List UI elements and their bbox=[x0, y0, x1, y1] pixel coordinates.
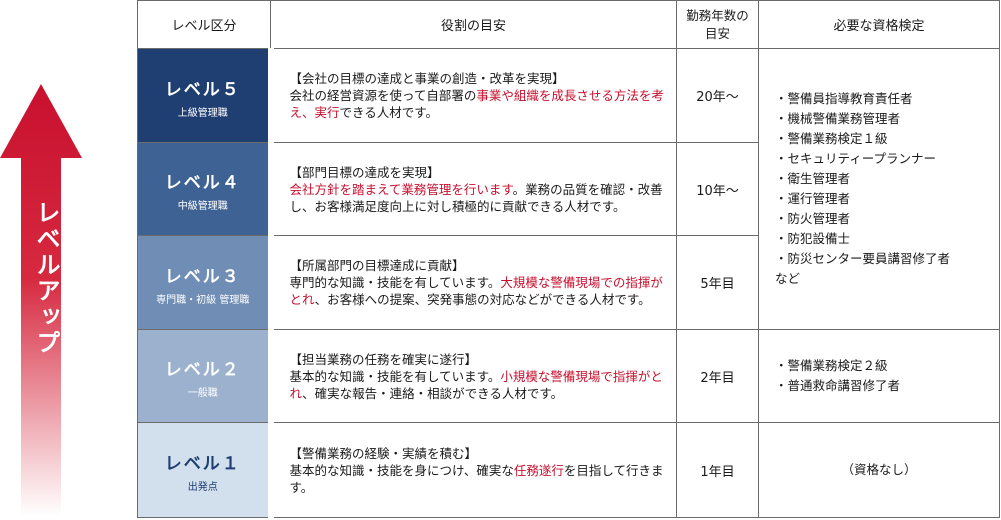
quals-middle: ・警備業務検定２級 ・普通救命講習修了者 bbox=[758, 329, 1000, 423]
level-1-years: 1年目 bbox=[676, 422, 759, 518]
level-4-years: 10年～ bbox=[676, 142, 759, 236]
level-2-role: 【担当業務の任務を確実に遂行】基本的な知識・技能を有しています。小規模な警備現場… bbox=[270, 329, 677, 423]
level-4-role: 【部門目標の達成を実現】会社方針を踏まえて業務管理を行います。業務の品質を確認・… bbox=[270, 142, 677, 236]
level-5-role: 【会社の目標の達成と事業の創造・改革を実現】会社の経営資源を使って自部署の事業や… bbox=[270, 48, 677, 143]
level-5-years: 20年～ bbox=[676, 48, 759, 143]
header-role: 役割の目安 bbox=[270, 0, 677, 49]
quals-lower: （資格なし） bbox=[758, 422, 1000, 518]
level-3-role: 【所属部門の目標達成に貢献】専門的な知識・技能を有しています。大規模な警備現場で… bbox=[270, 235, 677, 330]
level-up-arrow bbox=[0, 84, 82, 516]
header-row: レベル区分 役割の目安 勤務年数の目安 必要な資格検定 bbox=[137, 0, 1000, 49]
header-years: 勤務年数の目安 bbox=[676, 0, 759, 49]
quals-upper: ・警備員指導教育責任者 ・機械警備業務管理者 ・警備業務検定１級 ・セキュリティ… bbox=[758, 48, 1000, 330]
level-2-years: 2年目 bbox=[676, 329, 759, 423]
level-1-role: 【警備業務の経験・実績を積む】基本的な知識・技能を身につけ、確実な任務遂行を目指… bbox=[270, 422, 677, 518]
header-level: レベル区分 bbox=[137, 0, 271, 49]
level-3-years: 5年目 bbox=[676, 235, 759, 330]
level-up-label: レベルアップ bbox=[32, 200, 60, 356]
header-quals: 必要な資格検定 bbox=[758, 0, 1000, 49]
